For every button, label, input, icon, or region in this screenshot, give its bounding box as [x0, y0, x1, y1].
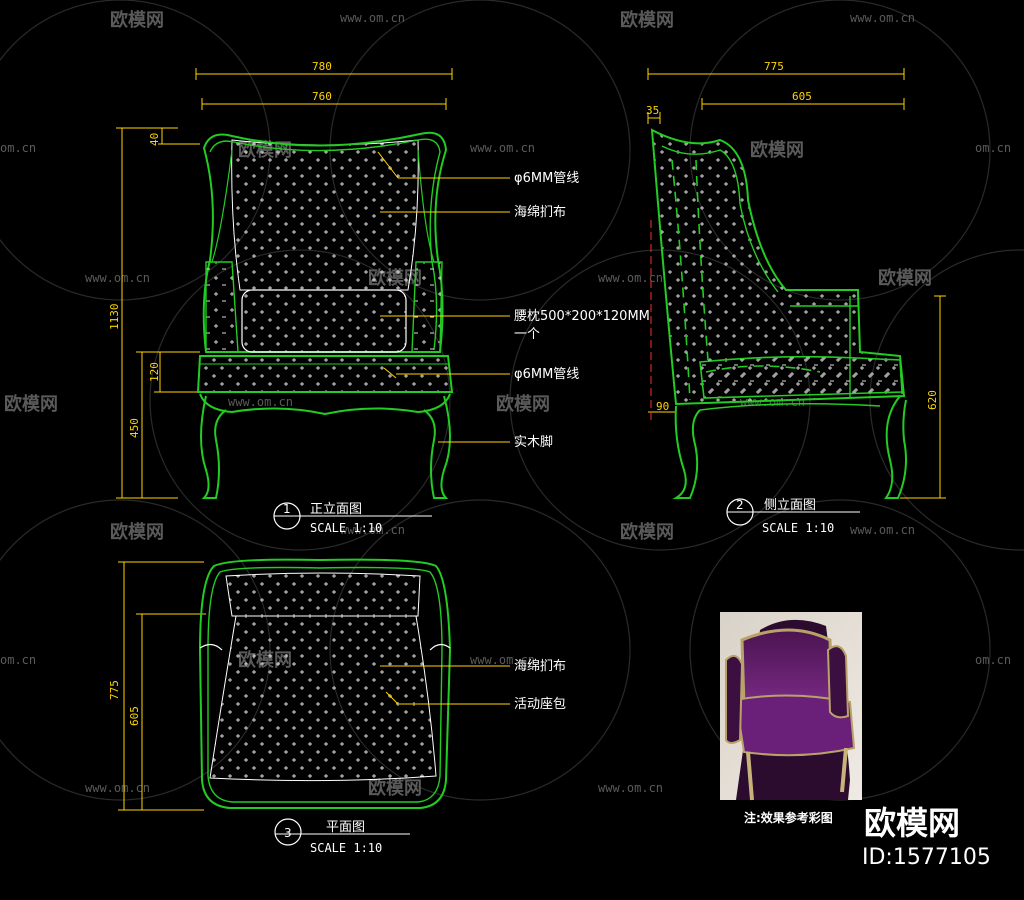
- label-cushion: 活动座包: [514, 697, 566, 712]
- reference-note: 注:效果参考彩图: [744, 810, 833, 825]
- watermark-brand: 欧模网: [750, 139, 804, 161]
- dim-leg: 90: [656, 400, 669, 413]
- front-view: 780 760 1130 40 450 120 φ6MM管线: [108, 60, 650, 535]
- watermark-site: www.om.cn: [850, 523, 915, 537]
- brand-name: 欧模网: [864, 804, 960, 842]
- label-legs: 实木脚: [514, 434, 553, 450]
- plan-view: 775 605 海绵扪布 活动座包 3 平面图 SCALE 1:10: [108, 558, 566, 855]
- dim-back: 35: [646, 104, 659, 117]
- view-scale: SCALE 1:10: [310, 521, 382, 535]
- view-number: 3: [284, 826, 292, 840]
- front-leg-right: [423, 395, 451, 499]
- dim-height: 1130: [108, 304, 121, 331]
- watermark-site: om.cn: [975, 653, 1011, 667]
- watermark-brand: 欧模网: [620, 9, 674, 31]
- view-title: 平面图: [326, 820, 365, 835]
- view-scale: SCALE 1:10: [762, 521, 834, 535]
- dim-seat-band: 120: [148, 362, 161, 382]
- branding: 欧模网 ID:1577105: [862, 804, 991, 870]
- label-pillow: 腰枕500*200*120MM: [514, 309, 650, 324]
- watermark-site: www.om.cn: [85, 781, 150, 795]
- view-number: 1: [283, 502, 291, 516]
- side-leg-front: [672, 405, 701, 499]
- watermark-brand: 欧模网: [368, 777, 422, 799]
- watermark-site: www.om.cn: [598, 271, 663, 285]
- watermark-site: om.cn: [975, 141, 1011, 155]
- label-sponge: 海绵扪布: [514, 205, 566, 220]
- watermark-site: om.cn: [0, 653, 36, 667]
- plan-seat-cushion: [209, 615, 437, 782]
- watermark-brand: 欧模网: [620, 521, 674, 543]
- side-view: 775 605 35 90 620 2 侧立面图 SCALE 1:10: [646, 60, 946, 535]
- dim-outer-width: 780: [312, 60, 332, 73]
- side-leg-back: [884, 395, 907, 499]
- label-piping-seat: φ6MM管线: [514, 367, 579, 382]
- watermark-site: www.om.cn: [470, 141, 535, 155]
- side-dimension-lines: [647, 68, 946, 499]
- plan-outer-frame: [198, 558, 452, 809]
- watermark-site: om.cn: [0, 141, 36, 155]
- dim-inner-width: 760: [312, 90, 332, 103]
- view-number-circle: [274, 818, 302, 846]
- watermark-brand: 欧模网: [110, 9, 164, 31]
- watermark-site: www.om.cn: [340, 523, 405, 537]
- lumbar-pillow: [241, 289, 407, 353]
- front-dimension-lines: [116, 68, 453, 499]
- brand-id: ID:1577105: [862, 845, 991, 870]
- front-back-upholstery: [231, 139, 419, 291]
- watermark-brand: 欧模网: [496, 393, 550, 415]
- dim-seat-depth: 605: [792, 90, 812, 103]
- label-pillow-qty: 一个: [514, 327, 540, 342]
- watermark-site: www.om.cn: [470, 653, 535, 667]
- watermark-site: www.om.cn: [340, 11, 405, 25]
- plan-back-cushion: [225, 572, 421, 617]
- dim-seat-height: 450: [128, 418, 141, 438]
- watermark-brand: 欧模网: [878, 267, 932, 289]
- watermark-site: www.om.cn: [850, 11, 915, 25]
- view-title: 侧立面图: [764, 498, 816, 513]
- watermark-brand: 欧模网: [4, 393, 58, 415]
- view-number: 2: [736, 498, 744, 512]
- dim-arm-height: 620: [926, 390, 939, 410]
- reference-photo: 注:效果参考彩图: [720, 612, 862, 825]
- view-scale: SCALE 1:10: [310, 841, 382, 855]
- view-title: 正立面图: [310, 502, 362, 517]
- watermark-brand: 欧模网: [110, 521, 164, 543]
- label-sponge: 海绵扪布: [514, 659, 566, 674]
- dim-seat-depth: 605: [128, 706, 141, 726]
- watermark-site: www.om.cn: [85, 271, 150, 285]
- plan-dimension-lines: [118, 561, 206, 811]
- front-leg-left: [200, 395, 227, 499]
- side-body: [650, 128, 906, 406]
- watermark-site: www.om.cn: [228, 395, 293, 409]
- dim-depth: 775: [108, 680, 121, 700]
- watermark-site: www.om.cn: [598, 781, 663, 795]
- label-piping-top: φ6MM管线: [514, 171, 579, 186]
- dim-top: 40: [148, 133, 161, 146]
- front-seat: [196, 355, 454, 393]
- dim-depth: 775: [764, 60, 784, 73]
